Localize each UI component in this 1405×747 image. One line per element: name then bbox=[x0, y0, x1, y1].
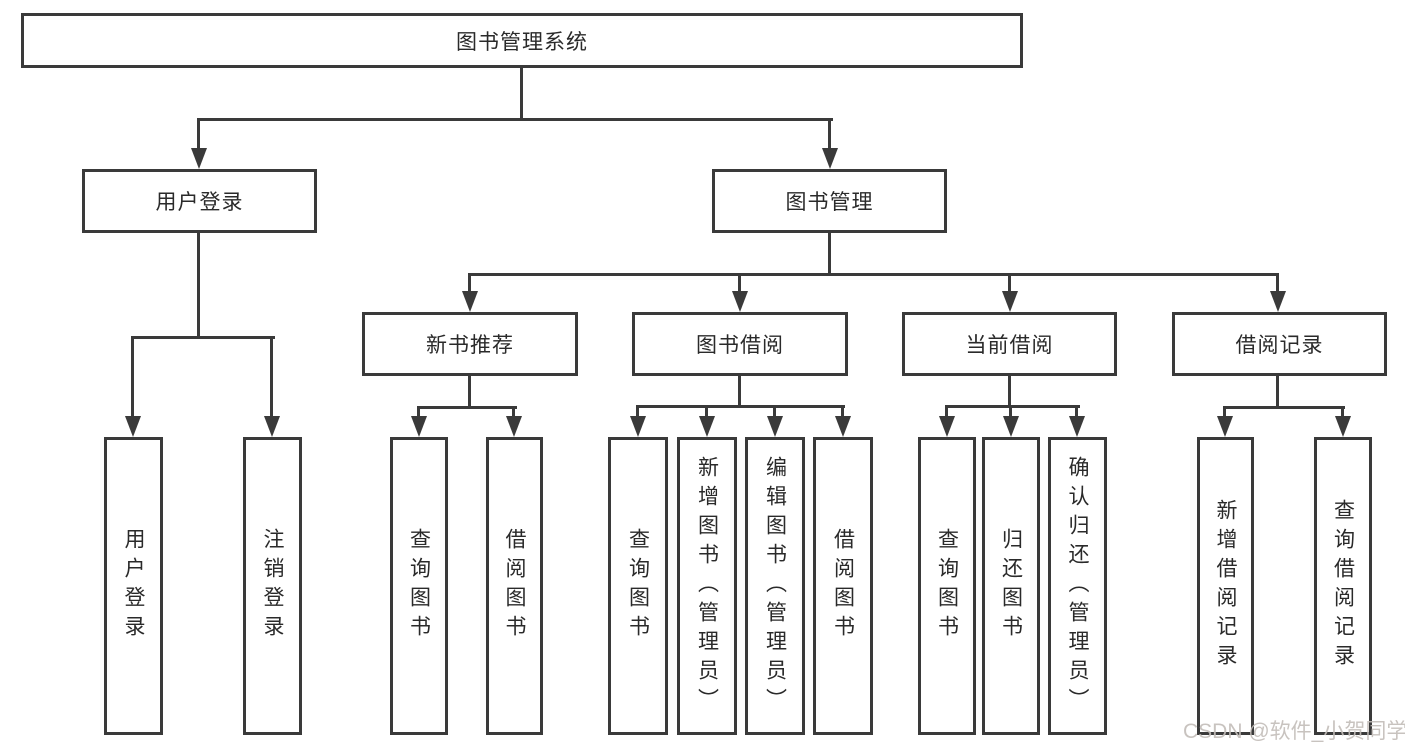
connector-vline bbox=[1009, 405, 1012, 423]
node-confirm-return-admin: 确认归还（管理员） bbox=[1048, 437, 1107, 735]
arrow-down bbox=[125, 416, 141, 437]
node-edit-book-admin-label: 编辑图书（管理员） bbox=[763, 455, 787, 717]
node-recommend-query-books: 查询图书 bbox=[390, 437, 448, 735]
arrow-down bbox=[699, 416, 715, 437]
arrow-down bbox=[1002, 291, 1018, 312]
node-add-book-admin: 新增图书（管理员） bbox=[677, 437, 737, 735]
node-new-book-recommend-label: 新书推荐 bbox=[426, 334, 514, 357]
connector-vline bbox=[417, 406, 420, 423]
node-borrow-records: 借阅记录 bbox=[1172, 312, 1387, 376]
connector-vline bbox=[773, 405, 776, 423]
connector-hline bbox=[1223, 406, 1345, 409]
node-query-borrow-record-label: 查询借阅记录 bbox=[1331, 499, 1355, 673]
connector-vline bbox=[738, 376, 741, 408]
node-borrow-book-action-label: 借阅图书 bbox=[831, 528, 855, 644]
connector-hline bbox=[197, 118, 833, 121]
connector-vline bbox=[828, 118, 831, 152]
node-borrow-query-books-label: 查询图书 bbox=[626, 528, 650, 644]
connector-vline bbox=[270, 336, 273, 423]
node-query-borrow-record: 查询借阅记录 bbox=[1314, 437, 1372, 735]
node-add-borrow-record-label: 新增借阅记录 bbox=[1214, 499, 1237, 673]
arrow-down bbox=[822, 148, 838, 169]
arrow-down bbox=[191, 148, 207, 169]
node-recommend-query-books-label: 查询图书 bbox=[407, 528, 431, 644]
connector-vline bbox=[828, 233, 831, 276]
node-user-login-action: 用户登录 bbox=[104, 437, 163, 735]
connector-hline bbox=[636, 405, 845, 408]
arrow-down bbox=[767, 416, 783, 437]
arrow-down bbox=[1335, 416, 1351, 437]
connector-hline bbox=[131, 336, 275, 339]
node-book-borrow: 图书借阅 bbox=[632, 312, 848, 376]
node-borrow-query-books: 查询图书 bbox=[608, 437, 668, 735]
connector-vline bbox=[197, 118, 200, 152]
node-new-book-recommend: 新书推荐 bbox=[362, 312, 578, 376]
node-logout-action-label: 注销登录 bbox=[261, 528, 284, 644]
node-return-book-label: 归还图书 bbox=[999, 528, 1023, 644]
node-confirm-return-admin-label: 确认归还（管理员） bbox=[1066, 455, 1089, 717]
connector-vline bbox=[197, 233, 200, 339]
arrow-down bbox=[411, 416, 427, 437]
connector-vline bbox=[512, 406, 515, 423]
node-book-management: 图书管理 bbox=[712, 169, 947, 233]
connector-vline bbox=[468, 376, 471, 409]
node-logout-action: 注销登录 bbox=[243, 437, 302, 735]
arrow-down bbox=[939, 416, 955, 437]
watermark-text: CSDN @软件_小贺同学 bbox=[1183, 720, 1405, 743]
arrow-down bbox=[1270, 291, 1286, 312]
arrow-down bbox=[732, 291, 748, 312]
connector-vline bbox=[1223, 406, 1226, 423]
node-book-management-label: 图书管理 bbox=[785, 191, 874, 214]
node-book-borrow-label: 图书借阅 bbox=[696, 334, 784, 357]
node-library-system-label: 图书管理系统 bbox=[456, 30, 588, 54]
connector-vline bbox=[1276, 273, 1279, 298]
node-current-query-books-label: 查询图书 bbox=[935, 528, 959, 644]
connector-vline bbox=[520, 68, 523, 121]
arrow-down bbox=[835, 416, 851, 437]
node-edit-book-admin: 编辑图书（管理员） bbox=[745, 437, 805, 735]
connector-vline bbox=[131, 336, 134, 423]
connector-vline bbox=[1075, 405, 1078, 423]
node-user-login-action-label: 用户登录 bbox=[122, 528, 145, 644]
connector-vline bbox=[1008, 273, 1011, 298]
arrow-down bbox=[630, 416, 646, 437]
connector-vline bbox=[1276, 376, 1279, 409]
node-add-borrow-record: 新增借阅记录 bbox=[1197, 437, 1254, 735]
connector-vline bbox=[705, 405, 708, 423]
connector-hline bbox=[945, 405, 1080, 408]
arrow-down bbox=[1003, 416, 1019, 437]
connector-vline bbox=[468, 273, 471, 298]
node-add-book-admin-label: 新增图书（管理员） bbox=[695, 455, 719, 717]
node-current-query-books: 查询图书 bbox=[918, 437, 976, 735]
arrow-down bbox=[506, 416, 522, 437]
connector-vline bbox=[841, 405, 844, 423]
node-borrow-book-action: 借阅图书 bbox=[813, 437, 873, 735]
node-return-book: 归还图书 bbox=[982, 437, 1040, 735]
node-current-borrow-label: 当前借阅 bbox=[965, 334, 1054, 357]
node-recommend-borrow-book-label: 借阅图书 bbox=[503, 528, 526, 644]
arrow-down bbox=[462, 291, 478, 312]
node-borrow-records-label: 借阅记录 bbox=[1235, 334, 1324, 357]
node-recommend-borrow-book: 借阅图书 bbox=[486, 437, 543, 735]
arrow-down bbox=[264, 416, 280, 437]
connector-vline bbox=[945, 405, 948, 423]
node-user-login-label: 用户登录 bbox=[155, 191, 244, 214]
connector-vline bbox=[1008, 376, 1011, 408]
connector-vline bbox=[1341, 406, 1344, 423]
connector-hline bbox=[417, 406, 517, 409]
connector-vline bbox=[738, 273, 741, 298]
arrow-down bbox=[1069, 416, 1085, 437]
connector-hline bbox=[468, 273, 1279, 276]
node-user-login: 用户登录 bbox=[82, 169, 317, 233]
arrow-down bbox=[1217, 416, 1233, 437]
node-library-system: 图书管理系统 bbox=[21, 13, 1023, 68]
node-current-borrow: 当前借阅 bbox=[902, 312, 1117, 376]
connector-vline bbox=[636, 405, 639, 423]
